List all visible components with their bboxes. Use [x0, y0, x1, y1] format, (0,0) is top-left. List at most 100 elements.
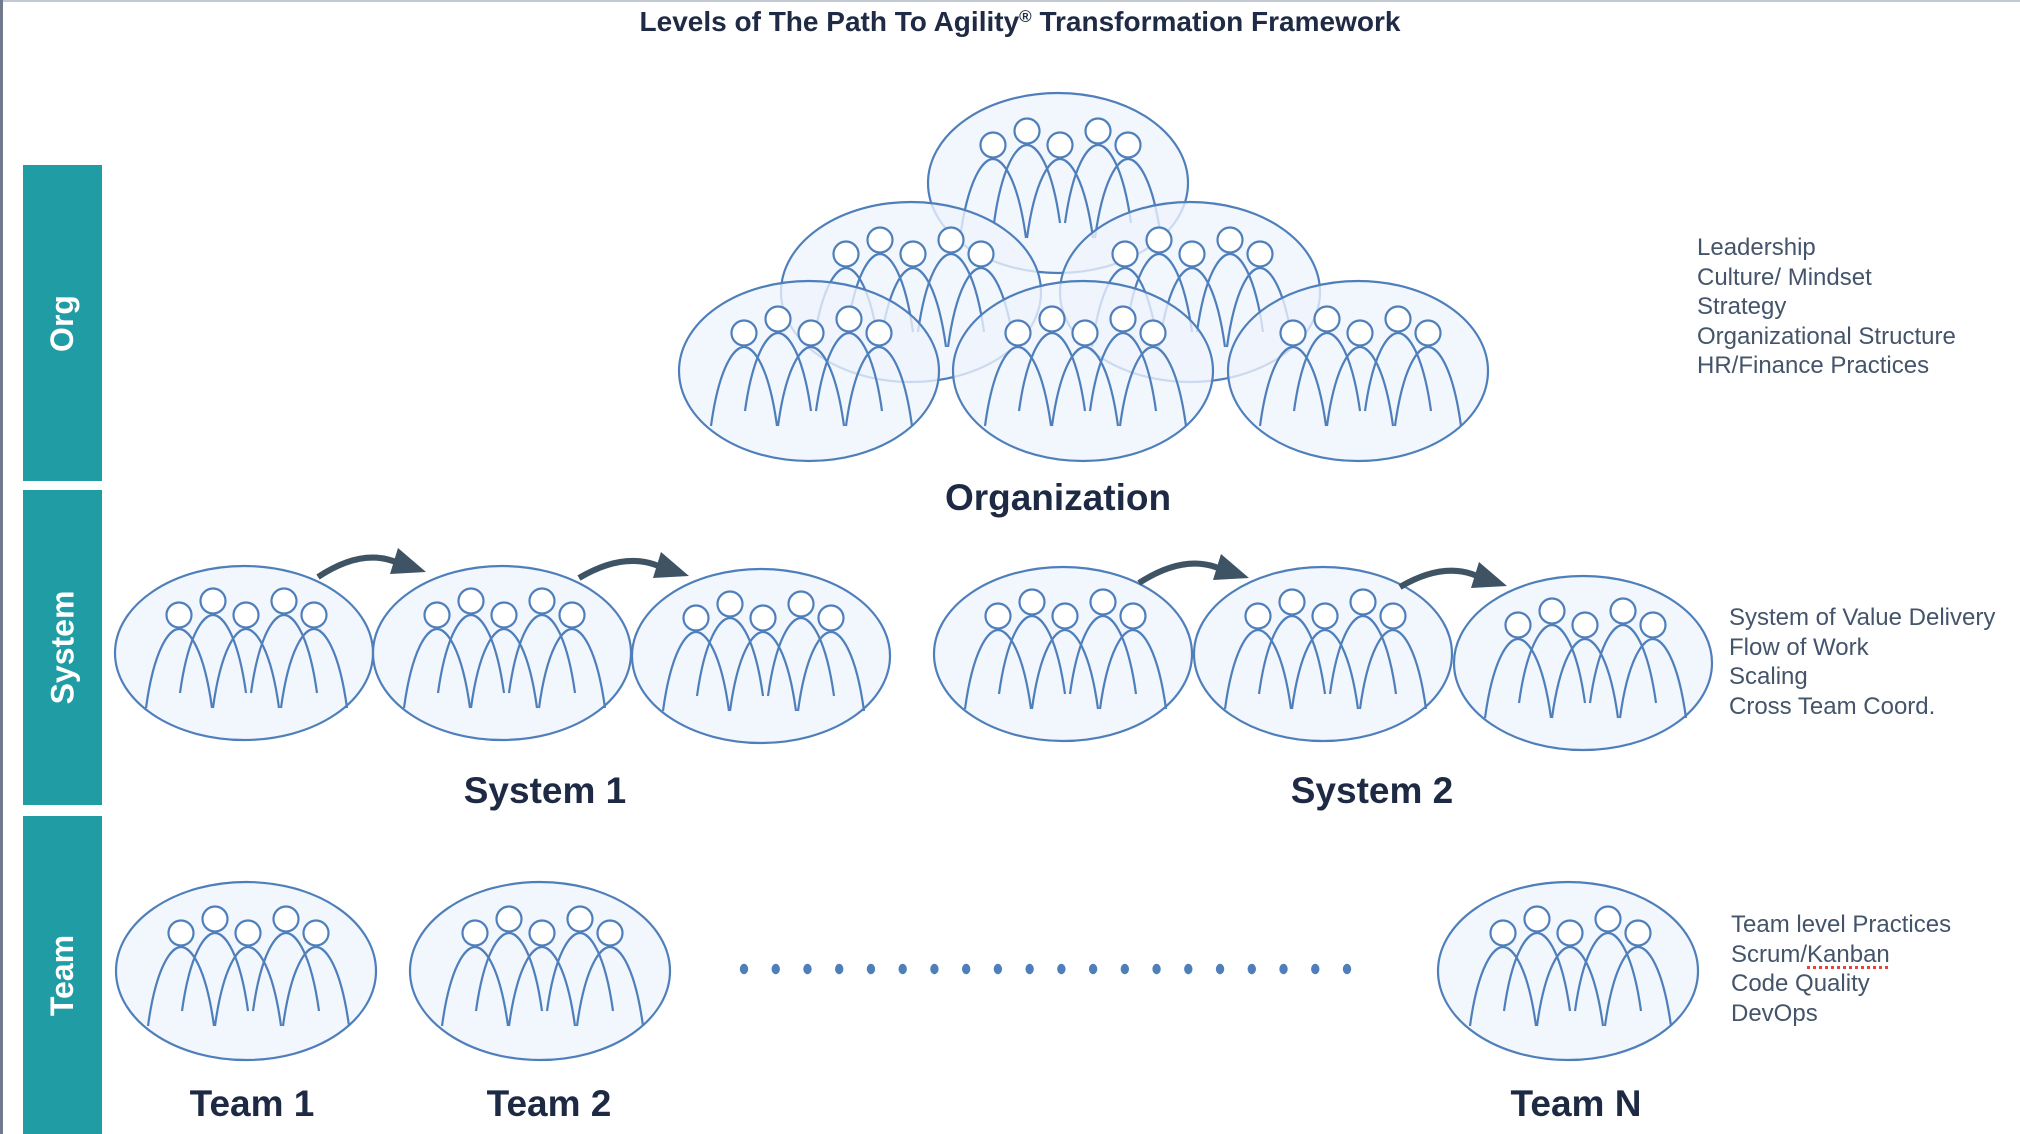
person-body [1093, 157, 1163, 239]
team-group-2 [408, 880, 672, 1062]
person-icon [211, 601, 281, 709]
person-head [797, 319, 825, 347]
org-description-item: Leadership [1697, 234, 1816, 261]
person-body [1517, 623, 1587, 704]
person-icon [1328, 588, 1398, 695]
ellipsis-dot [1215, 963, 1225, 975]
level-bar-team: Team [23, 816, 102, 1134]
frame-left-border [0, 0, 3, 1134]
person-icon [1195, 226, 1265, 333]
person-head [232, 601, 260, 629]
person-body [1258, 345, 1328, 427]
person-icon [695, 590, 765, 697]
ellipsis-dot [1120, 963, 1130, 975]
organization-cluster [677, 91, 1490, 463]
person-icon [1093, 131, 1163, 239]
team-ellipsis-dots [739, 963, 1352, 975]
person-icon [916, 226, 986, 333]
person-body [709, 345, 779, 427]
team-1-label: Team 1 [189, 1083, 315, 1124]
person-icon [1393, 319, 1463, 427]
person-icon [251, 905, 321, 1012]
person-body [178, 613, 248, 694]
ellipsis-dot [961, 963, 971, 975]
ellipsis-dot [803, 963, 812, 975]
system-1-label: System 1 [463, 770, 627, 811]
person-head [1119, 602, 1147, 630]
person-head [1084, 117, 1112, 145]
person-icon [178, 587, 248, 694]
person-icon [1468, 919, 1538, 1027]
person-body [436, 613, 506, 694]
person-icon [776, 319, 846, 427]
person-head [1145, 226, 1173, 254]
person-icon [728, 604, 798, 712]
person-body [469, 627, 539, 709]
person-icon [1363, 305, 1433, 412]
person-body [146, 945, 216, 1027]
person-head [937, 226, 965, 254]
person-icon [474, 905, 544, 1012]
ellipsis-dot [1184, 963, 1193, 975]
person-body [144, 627, 214, 709]
team-row [114, 880, 1700, 1062]
flow-arrow-head [653, 552, 689, 578]
person-icon [1358, 602, 1428, 710]
person-head [1346, 319, 1374, 347]
person-body [1502, 931, 1572, 1012]
title-suffix: Transformation Framework [1031, 6, 1401, 37]
person-icon [249, 587, 319, 694]
person-head [165, 601, 193, 629]
team-description-item: Team level Practices [1731, 911, 1952, 938]
org-group-4 [677, 279, 941, 463]
person-body [211, 627, 281, 709]
person-icon [1063, 117, 1133, 224]
person-body [507, 613, 577, 694]
ellipsis-dot [1279, 963, 1288, 975]
person-head [272, 905, 300, 933]
person-body [1573, 931, 1643, 1012]
person-head [1111, 240, 1139, 268]
person-icon [844, 319, 914, 427]
person-head [984, 602, 1012, 630]
person-head [201, 905, 229, 933]
system-1-group-1 [113, 564, 375, 742]
org-description-item: HR/Finance Practices [1697, 352, 1930, 379]
flow-arrow-head [390, 548, 426, 574]
person-head [1004, 319, 1032, 347]
ellipsis-dot [739, 963, 749, 975]
person-head [1038, 305, 1066, 333]
person-head [899, 240, 927, 268]
person-icon [766, 590, 836, 697]
person-head [730, 319, 758, 347]
org-description-item: Strategy [1697, 293, 1787, 320]
person-head [1109, 305, 1137, 333]
person-body [1588, 623, 1658, 704]
person-icon [507, 587, 577, 694]
person-body [1358, 628, 1428, 710]
org-description-item: Culture/ Mindset [1697, 263, 1872, 291]
person-icon [1088, 305, 1158, 412]
person-head [1279, 319, 1307, 347]
team-description-list: Team level Practices Scrum/Kanban Code Q… [1731, 910, 1951, 1028]
team-description-item: DevOps [1731, 999, 1818, 1027]
person-body [402, 627, 472, 709]
person-body [1618, 637, 1688, 719]
person-icon [281, 919, 351, 1027]
person-body [507, 945, 577, 1027]
org-group-6 [1226, 279, 1490, 463]
person-icon [963, 602, 1033, 710]
person-icon [436, 587, 506, 694]
person-body [1290, 628, 1360, 710]
person-icon [814, 305, 884, 412]
person-icon [997, 588, 1067, 695]
person-body [1363, 331, 1433, 412]
ellipsis-dot [898, 963, 907, 975]
person-body [695, 616, 765, 697]
person-head [764, 305, 792, 333]
person-icon [709, 319, 779, 427]
person-head [1244, 602, 1272, 630]
person-head [1384, 305, 1412, 333]
person-icon [146, 919, 216, 1027]
